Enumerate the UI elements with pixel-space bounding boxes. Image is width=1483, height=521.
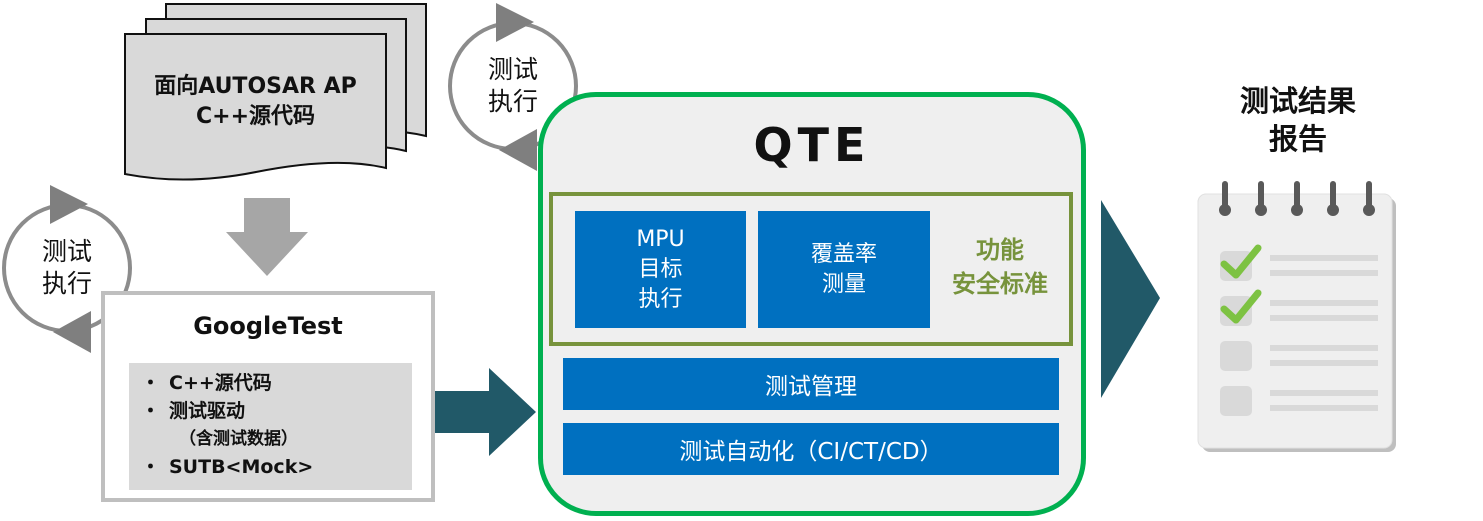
source-code-line-1: 面向AUTOSAR AP (154, 74, 357, 99)
coverage-line-1: 覆盖率 (810, 241, 877, 267)
mpu-line-1: MPU (636, 226, 685, 252)
loop-left-line-1: 测试 (41, 237, 92, 266)
loop-left-label: 测试 执行 (32, 236, 102, 300)
list-item: ・ SUTB<Mock> (141, 453, 412, 481)
test-automation-block: 测试自动化（CI/CT/CD） (563, 423, 1059, 475)
qte-title: QTE (753, 118, 871, 172)
loop-top-icon (448, 3, 578, 171)
functional-safety-label: 功能 安全标准 (936, 233, 1064, 301)
list-item-label: C++源代码 (169, 372, 272, 394)
report-title-line-2: 报告 (1268, 122, 1327, 156)
bullet-icon: ・ (141, 400, 161, 422)
safety-line-1: 功能 (976, 236, 1024, 264)
source-document-stack (124, 3, 427, 181)
source-code-line-2: C++源代码 (195, 104, 315, 129)
loop-left-line-2: 执行 (41, 269, 92, 298)
test-management-block: 测试管理 (563, 358, 1059, 410)
googletest-item-list: ・ C++源代码 ・ 测试驱动 （含测试数据） ・ SUTB<Mock> (129, 363, 412, 490)
document-sheet-front (124, 33, 387, 181)
list-item-label: 测试驱动 (169, 400, 246, 422)
arrow-to-report-icon (1101, 200, 1160, 398)
safety-line-2: 安全标准 (952, 270, 1048, 298)
check-mark-icon (1220, 244, 1262, 279)
googletest-title: GoogleTest (193, 312, 343, 340)
coverage-line-2: 测量 (821, 271, 866, 297)
report-title-line-1: 测试结果 (1239, 84, 1356, 118)
mpu-line-2: 目标 (638, 256, 683, 282)
source-code-label: 面向AUTOSAR AP C++源代码 (128, 72, 383, 132)
bullet-icon: ・ (141, 372, 161, 394)
loop-top-line-1: 测试 (487, 55, 538, 84)
list-item: ・ C++源代码 (141, 369, 412, 397)
safety-standard-frame (549, 192, 1073, 346)
loop-top-line-2: 执行 (487, 87, 538, 116)
list-item-sub-note: （含测试数据） (179, 429, 298, 449)
down-arrow-icon (226, 198, 308, 276)
list-item-label: SUTB<Mock> (169, 456, 314, 478)
list-item: ・ 测试驱动 (141, 397, 412, 425)
coverage-measurement-block: 覆盖率 测量 (758, 211, 930, 328)
bullet-icon: ・ (141, 456, 161, 478)
mpu-line-3: 执行 (638, 286, 683, 312)
check-mark-icon (1220, 289, 1262, 324)
arrow-to-qte-icon (417, 368, 536, 456)
loop-top-label: 测试 执行 (478, 54, 548, 118)
report-clipboard-icon (1197, 181, 1396, 452)
mpu-target-execution-block: MPU 目标 执行 (575, 211, 746, 328)
loop-left-icon (2, 185, 132, 353)
test-report-title: 测试结果 报告 (1200, 82, 1396, 158)
